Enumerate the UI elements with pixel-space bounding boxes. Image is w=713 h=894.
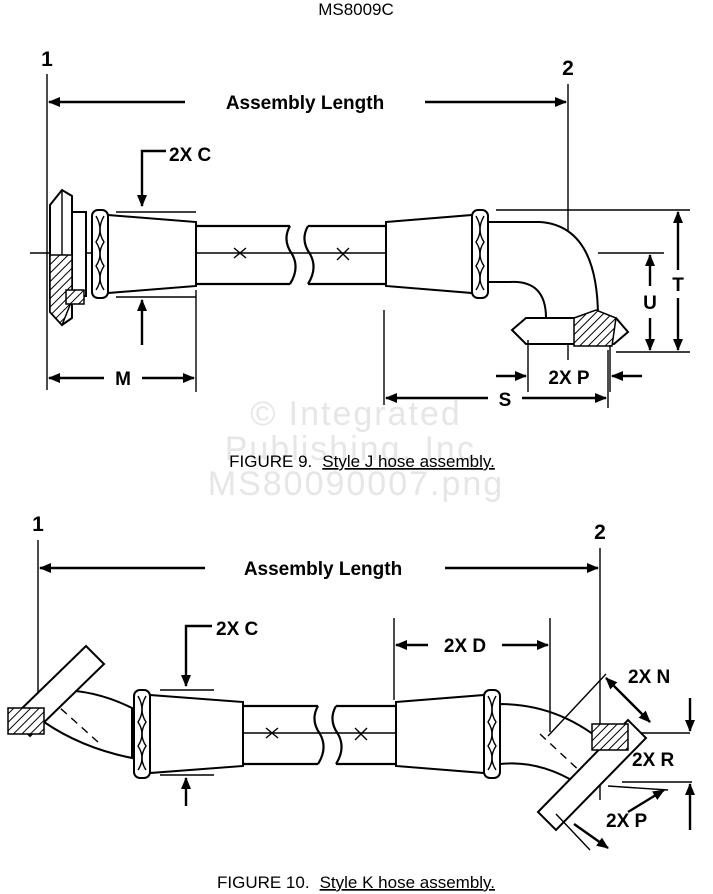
fig10-dim-2xp-arrow-upper [627,788,665,814]
fig10-dim-2xp-ext-right [607,785,669,791]
watermark-line-2: Publishing, Inc. [225,430,488,468]
fig10-caption-title: Style K hose assembly. [320,873,495,892]
document-number: MS8009C [318,0,394,19]
fig9-dim-2xp-label: 2X P [548,368,590,389]
fig10-hose-right-segment [331,704,396,766]
fig9-left-socket [107,213,197,295]
fig9-caption: FIGURE 9. Style J hose assembly. [229,452,495,471]
fig10-left-socket [149,693,244,775]
fig10-dim-2xn-label: 2X N [628,667,670,688]
fig9-assembly-length-label: Assembly Length [226,93,384,114]
fig9-right-collar [471,209,489,299]
fig9-left-flange-fitting [49,188,87,327]
fig10-left-elbow [7,644,133,760]
fig9-dim-2xc-leader-top [137,149,166,207]
fig10-caption: FIGURE 10. Style K hose assembly. [217,873,495,892]
fig9-point-1-label: 1 [41,48,53,71]
fig10-dim-2xr-label: 2X R [632,750,675,771]
fig10-right-collar [483,689,501,779]
fig10-dim-2xp-arrow-lower [573,823,609,849]
fig10-dim-2xc-label: 2X C [216,619,259,640]
fig10-hose-left-segment [243,704,325,766]
fig10-left-collar [133,689,151,779]
figure-10: 1 2 Assembly Length [7,513,695,892]
fig9-point-2-label: 2 [562,57,574,80]
fig9-caption-prefix: FIGURE 9. [229,452,312,471]
fig10-right-socket [395,693,485,775]
fig9-dim-2xc-label: 2X C [169,145,212,166]
watermark-line-3: MS80090007.png [208,465,504,503]
fig10-dim-2xd-label: 2X D [444,636,486,657]
fig10-point-2-label: 2 [594,521,606,544]
fig10-dim-2xn-arrow [605,677,651,723]
fig9-right-socket [385,213,473,295]
fig9-hose-left-segment [196,224,297,286]
fig9-dim-s-label: S [499,390,512,411]
figure-9: 1 2 Assembly Length [30,48,690,471]
watermark: © Integrated Publishing, Inc. MS80090007… [208,395,504,503]
fig10-right-elbow [499,702,648,832]
watermark-line-1: © Integrated [250,395,462,433]
fig9-dim-m-label: M [115,369,131,390]
fig10-dim-2xp-ext-left [555,813,591,851]
fig9-dim-u-label: U [643,293,657,314]
fig10-point-1-label: 1 [32,513,44,536]
fig10-assembly-length-label: Assembly Length [244,559,402,580]
fig9-elbow-flange [510,309,630,347]
fig9-dim-t-label: T [672,275,684,296]
fig10-dim-2xn-ext [547,673,607,737]
fig9-left-collar [91,209,109,299]
fig9-caption-title: Style J hose assembly. [322,452,495,471]
fig9-hose-right-segment [303,224,386,286]
fig9-elbow-tube [487,221,600,319]
fig10-dim-2xc-leader-top [181,624,212,687]
fig10-dim-2xp-label: 2X P [606,811,648,832]
fig10-caption-prefix: FIGURE 10. [217,873,310,892]
